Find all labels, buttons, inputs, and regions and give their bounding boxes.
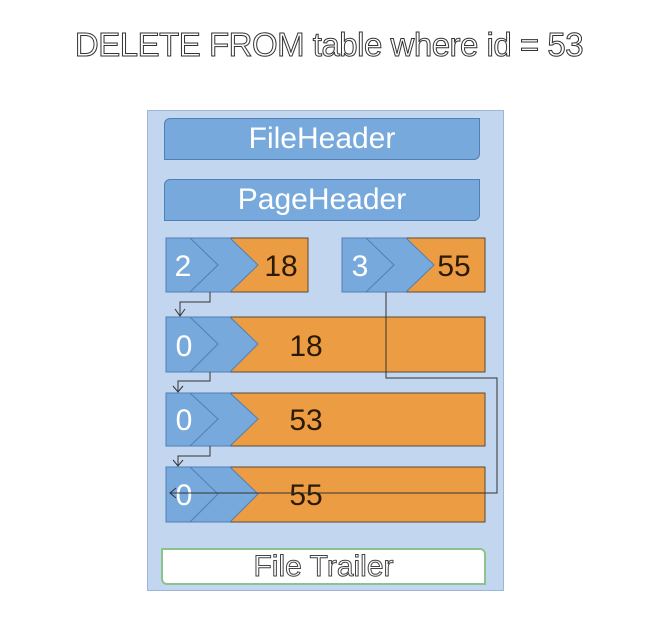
record-53: 0 53	[165, 392, 486, 447]
key-label: 55	[437, 250, 470, 283]
arrow-supremum-to-55	[170, 292, 498, 494]
next-pointer-arrows	[169, 292, 498, 499]
key-label: 18	[289, 330, 322, 363]
arrow-53-to-55	[177, 446, 211, 466]
key-label: 55	[289, 479, 322, 512]
file-trailer: File Trailer	[161, 548, 486, 585]
record-infimum: 2 18	[165, 237, 309, 293]
record-55: 0 55	[165, 466, 486, 523]
n-owned-label: 0	[176, 330, 193, 363]
record-18: 0 18	[165, 316, 486, 373]
record-supremum: 3 55	[341, 237, 486, 293]
arrowhead	[172, 385, 184, 393]
page-header: PageHeader	[164, 179, 480, 221]
key-label: 18	[264, 250, 297, 283]
title: DELETE FROM table where id = 53	[74, 26, 584, 64]
n-owned-label: 0	[176, 479, 193, 512]
n-owned-label: 0	[176, 404, 193, 437]
key-label: 53	[289, 404, 322, 437]
arrow-infimum-to-18	[179, 292, 211, 316]
file-header: FileHeader	[164, 118, 480, 160]
n-owned-label: 2	[175, 250, 192, 283]
n-owned-label: 3	[352, 250, 369, 283]
arrowhead	[172, 459, 184, 467]
arrowhead	[169, 487, 177, 499]
arrowhead	[174, 308, 186, 317]
arrow-18-to-53	[177, 372, 211, 392]
